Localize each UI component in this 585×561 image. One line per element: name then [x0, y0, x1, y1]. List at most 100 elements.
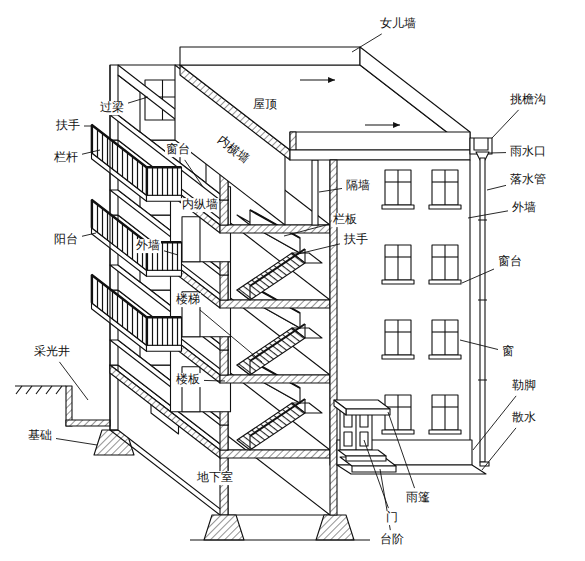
- balcony: [92, 200, 182, 277]
- part-label: 栏杆: [53, 151, 79, 165]
- part-label: 采光井: [33, 345, 71, 359]
- leader-lines: [56, 34, 519, 530]
- leader-line: [462, 269, 494, 283]
- label-anchor: 栏杆: [53, 151, 79, 165]
- part-label: 扶手: [55, 119, 81, 133]
- leader-line: [492, 110, 519, 138]
- facade: [429, 245, 461, 284]
- facade: [334, 400, 346, 415]
- label-anchor: 门: [385, 511, 399, 525]
- light-well: [15, 386, 110, 426]
- part-label: 挑檐沟: [509, 93, 547, 107]
- leader-line: [482, 428, 516, 470]
- leader-line: [460, 340, 498, 350]
- part-label: 栏板: [332, 213, 358, 227]
- facade: [429, 320, 461, 359]
- light-well: [66, 420, 110, 426]
- facade: [429, 395, 461, 434]
- storey: [237, 210, 322, 300]
- part-label: 雨篷: [405, 491, 431, 505]
- facade: [346, 409, 390, 415]
- basement: [204, 515, 244, 540]
- balcony: [92, 125, 182, 202]
- label-anchor: 台阶: [379, 533, 405, 547]
- facade: [338, 450, 386, 456]
- facade: [346, 456, 386, 461]
- label-anchor: 挑檐沟: [509, 93, 547, 107]
- part-label: 雨水口: [509, 145, 547, 159]
- label-anchor: 栏板: [332, 213, 358, 227]
- label-anchor: 散水: [511, 411, 537, 425]
- leader-line: [204, 380, 225, 382]
- label-anchor: 落水管: [509, 173, 547, 187]
- part-label: 楼板: [175, 373, 201, 387]
- facade: [337, 465, 486, 474]
- label-anchor: 雨篷: [405, 491, 431, 505]
- basement: [190, 539, 370, 540]
- part-label: 外墙: [511, 201, 537, 215]
- part-label: 台阶: [379, 533, 405, 547]
- label-anchor: 窗台: [497, 255, 523, 269]
- label-anchor: 内横墙: [214, 133, 253, 167]
- roof: [290, 150, 470, 160]
- leader-line: [200, 310, 262, 362]
- label-anchor: 过梁: [99, 101, 125, 115]
- leader-line: [284, 224, 329, 236]
- basement: [109, 365, 110, 430]
- roof: [300, 79, 335, 80]
- label-anchor: 窗: [501, 345, 515, 359]
- label-anchor: 扶手: [343, 233, 369, 247]
- facade: [429, 170, 461, 209]
- part-label: 勒脚: [511, 379, 537, 393]
- balcony: [92, 275, 182, 352]
- facade: [340, 457, 396, 466]
- label-anchor: 楼梯: [175, 293, 201, 307]
- light-well: [16, 386, 62, 394]
- part-label: 扶手: [343, 233, 369, 247]
- label-anchor: 外墙: [135, 239, 161, 253]
- label-anchor: 雨水口: [509, 145, 547, 159]
- roof: [180, 47, 360, 65]
- facade: [330, 138, 492, 515]
- part-label: 楼梯: [175, 293, 201, 307]
- part-label: 窗: [501, 345, 515, 359]
- facade: [344, 432, 352, 446]
- part-label: 散水: [511, 411, 537, 425]
- leader-line: [473, 396, 516, 450]
- leader-line: [487, 185, 506, 190]
- label-anchor: 内纵墙: [181, 198, 219, 212]
- roof: [365, 124, 400, 125]
- label-anchor: 采光井: [33, 345, 71, 359]
- leader-line: [388, 412, 415, 488]
- facade: [382, 170, 414, 209]
- leader-line: [128, 97, 148, 103]
- leader-line: [82, 150, 100, 154]
- label-anchor: 地下室: [196, 471, 234, 485]
- leader-line: [185, 160, 203, 187]
- label-anchor: 隔墙: [345, 179, 371, 193]
- leader-line: [164, 251, 178, 255]
- facade: [478, 220, 487, 380]
- facade: [382, 320, 414, 359]
- part-label: 阳台: [53, 233, 79, 247]
- part-label: 隔墙: [345, 179, 371, 193]
- part-label: 内纵墙: [181, 198, 219, 212]
- leader-line: [84, 126, 94, 127]
- part-label: 过梁: [99, 101, 125, 115]
- label-anchor: 窗台: [165, 143, 191, 157]
- part-label: 窗台: [165, 143, 191, 157]
- leader-line: [319, 188, 342, 192]
- facade: [382, 245, 414, 284]
- part-label: 基础: [27, 429, 53, 443]
- facade: [360, 432, 368, 446]
- label-anchor: 女儿墙: [379, 17, 417, 31]
- part-label: 女儿墙: [379, 17, 417, 31]
- roof: [290, 132, 470, 150]
- part-label: 外墙: [135, 239, 161, 253]
- label-anchor: 楼板: [175, 373, 201, 387]
- part-label: 门: [385, 511, 399, 525]
- leader-line: [82, 233, 96, 236]
